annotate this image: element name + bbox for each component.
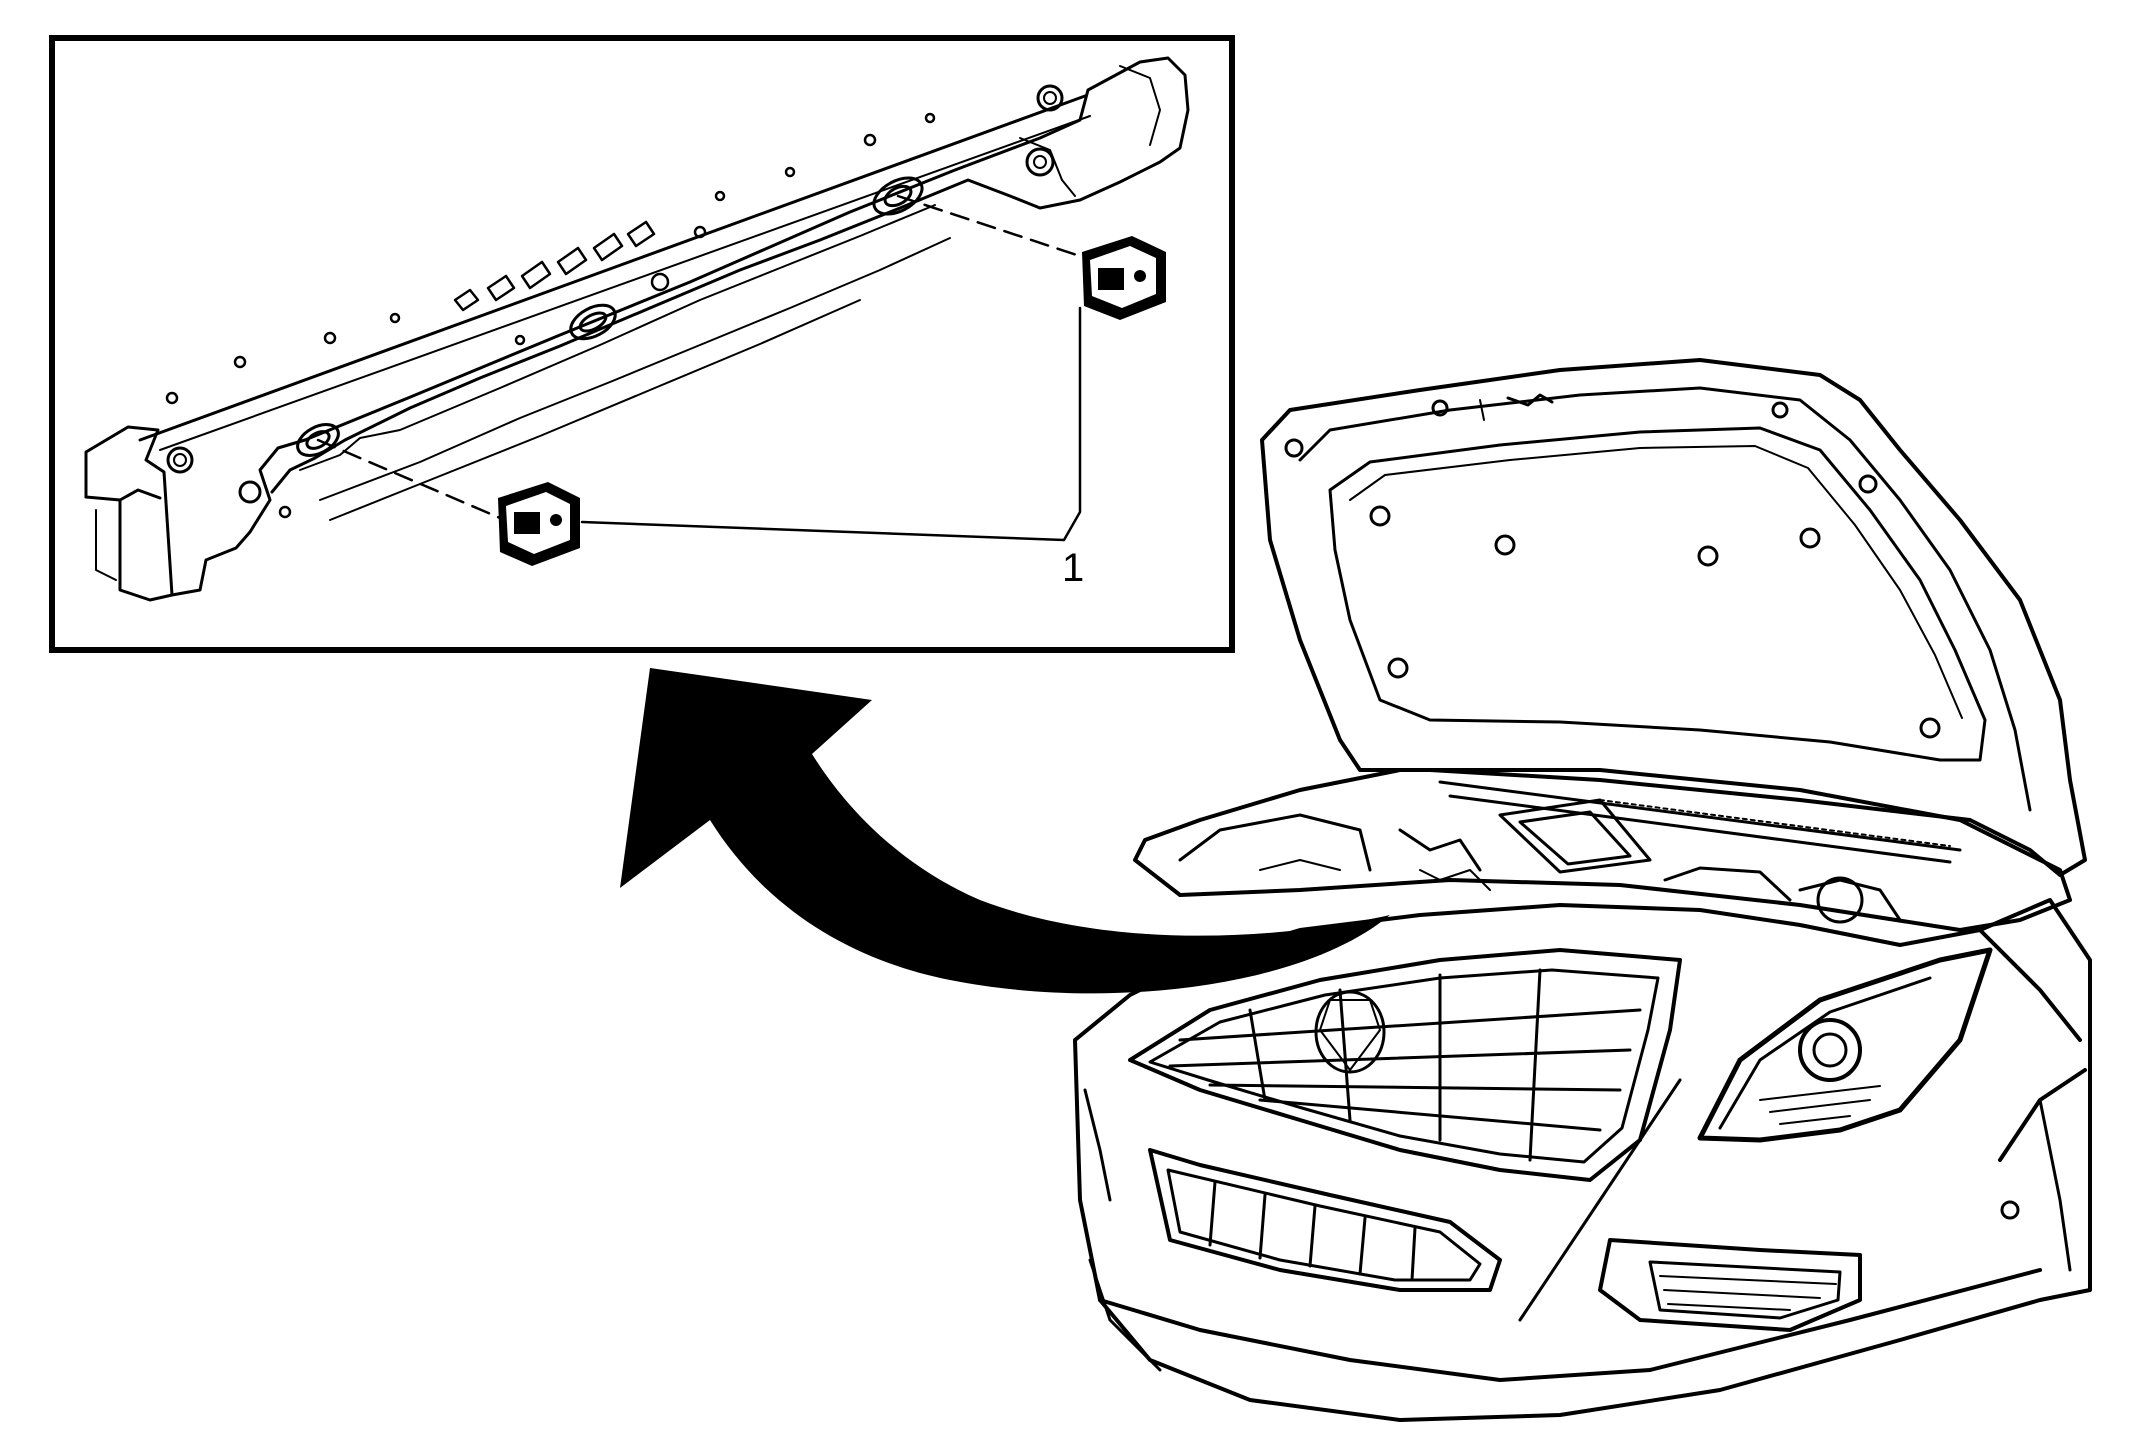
fog-lamp <box>1598 1238 1862 1332</box>
inset-detail-view <box>49 35 1235 653</box>
front-fender <box>1978 928 2087 1272</box>
lower-grille <box>1148 1148 1502 1292</box>
upper-grille <box>1128 948 1682 1182</box>
bar-bolts <box>166 84 1064 504</box>
callout-leader <box>580 306 1082 542</box>
vehicle-front-view <box>1073 358 2092 1422</box>
impact-sensor-left <box>498 482 580 566</box>
front-fascia <box>1073 898 2092 1422</box>
engine-bay <box>1133 768 2072 932</box>
impact-sensor-right <box>1082 236 1166 320</box>
hood-insulator-fasteners <box>1284 399 1941 739</box>
impact-sensor-icon <box>498 236 1166 566</box>
install-line-left <box>316 438 502 520</box>
callout-label-1: 1 <box>1062 546 1085 590</box>
radiator-support-bar <box>84 56 1190 602</box>
curved-arrow-icon <box>620 668 1390 994</box>
headlamp <box>1697 947 1993 1143</box>
install-line-right <box>896 194 1100 264</box>
installation-lines <box>316 194 1100 520</box>
bar-slots <box>453 220 656 312</box>
bar-holes <box>165 112 936 519</box>
brand-emblem <box>1314 990 1386 1074</box>
pointer-arrow <box>620 668 1390 994</box>
open-hood <box>1260 358 2087 877</box>
